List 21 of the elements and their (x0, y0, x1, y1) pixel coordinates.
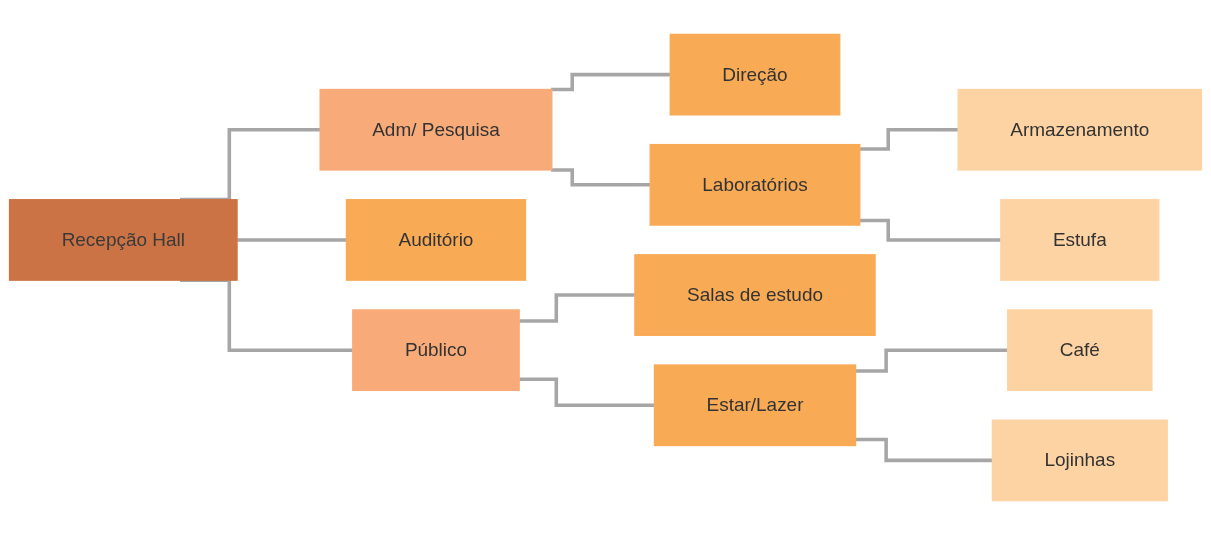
connector (237, 238, 347, 242)
connector (519, 293, 635, 323)
node-box: Café (1007, 309, 1153, 392)
node-box: Público (352, 309, 520, 392)
node-box: Estar/Lazer (653, 364, 857, 447)
connector (855, 348, 1008, 373)
connector (859, 218, 1001, 242)
node-box: Salas de estudo (634, 254, 876, 336)
connector (859, 127, 959, 151)
node-box: Armazenamento (957, 88, 1203, 171)
node-box: Lojinhas (991, 419, 1168, 502)
connector (519, 377, 655, 408)
connector (855, 437, 993, 463)
node-box: Recepção Hall (8, 199, 238, 281)
node-box: Direção (669, 33, 841, 116)
node-box: Estufa (1000, 199, 1160, 281)
connector (551, 72, 671, 92)
node-box: Adm/ Pesquisa (319, 88, 553, 171)
node-box: Laboratórios (649, 143, 861, 226)
connector (551, 168, 651, 187)
node-box: Auditório (345, 199, 527, 281)
